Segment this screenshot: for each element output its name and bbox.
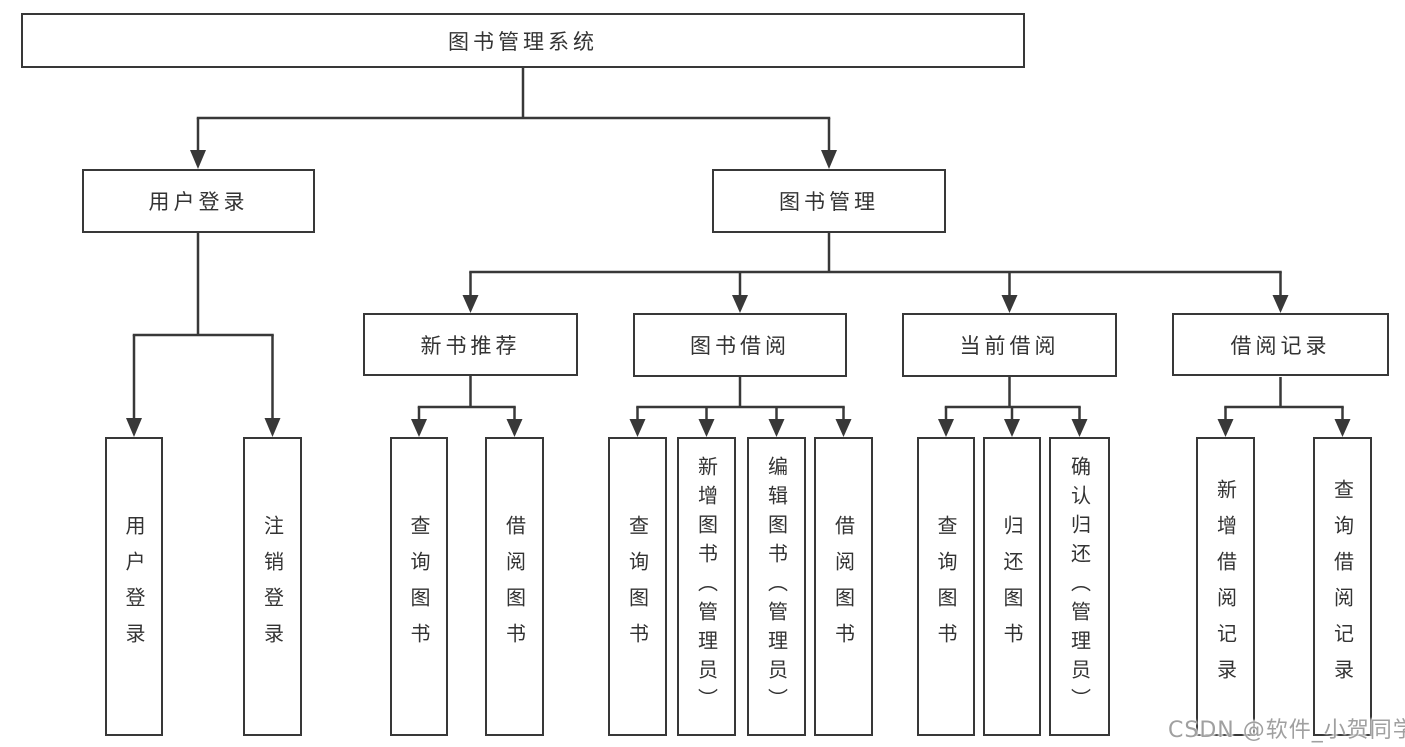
node-label: 借阅图书 bbox=[831, 514, 856, 659]
node-current-borrow: 当前借阅 bbox=[902, 313, 1117, 377]
node-leaf-add-book-admin: 新增图书（管理员） bbox=[677, 437, 736, 736]
node-label: 新书推荐 bbox=[420, 333, 521, 358]
connector-user-login-children bbox=[126, 233, 281, 437]
node-leaf-borrow-book-recommend: 借阅图书 bbox=[485, 437, 544, 736]
node-label: 用户登录 bbox=[122, 514, 146, 659]
node-label: 注销登录 bbox=[260, 514, 285, 659]
node-label: 借阅记录 bbox=[1230, 333, 1331, 358]
node-book-borrow: 图书借阅 bbox=[633, 313, 847, 377]
node-label: 确认归还（管理员） bbox=[1067, 456, 1092, 717]
node-library-management-system: 图书管理系统 bbox=[21, 13, 1025, 68]
node-label: 用户登录 bbox=[148, 190, 249, 214]
connector-current-borrow-children bbox=[938, 377, 1088, 437]
node-label: 归还图书 bbox=[1000, 514, 1024, 659]
node-leaf-return-book: 归还图书 bbox=[983, 437, 1041, 736]
node-leaf-user-login: 用户登录 bbox=[105, 437, 163, 736]
node-label: 借阅图书 bbox=[502, 514, 527, 659]
node-label: 查询借阅记录 bbox=[1330, 478, 1355, 695]
connector-book-borrow-children bbox=[629, 377, 852, 437]
node-label: 查询图书 bbox=[934, 514, 958, 659]
node-label: 查询图书 bbox=[625, 514, 650, 659]
connector-borrow-records-children bbox=[1217, 377, 1351, 437]
node-leaf-query-book-borrow: 查询图书 bbox=[608, 437, 667, 736]
node-leaf-confirm-return-admin: 确认归还（管理员） bbox=[1049, 437, 1110, 736]
node-leaf-edit-book-admin: 编辑图书（管理员） bbox=[747, 437, 806, 736]
node-label: 当前借阅 bbox=[959, 334, 1060, 358]
connector-root-to-level1 bbox=[190, 68, 837, 169]
node-leaf-query-book-current: 查询图书 bbox=[917, 437, 975, 736]
node-label: 查询图书 bbox=[407, 514, 431, 659]
node-label: 编辑图书（管理员） bbox=[764, 456, 789, 717]
node-leaf-borrow-book: 借阅图书 bbox=[814, 437, 873, 736]
node-label: 新增图书（管理员） bbox=[694, 456, 719, 717]
node-leaf-add-borrow-record: 新增借阅记录 bbox=[1196, 437, 1255, 736]
csdn-watermark: CSDN @软件_小贺同学 bbox=[1168, 718, 1405, 743]
node-leaf-logout: 注销登录 bbox=[243, 437, 302, 736]
node-label: 图书管理系统 bbox=[448, 29, 598, 54]
node-label: 图书管理 bbox=[779, 190, 879, 214]
connector-new-book-recommend-children bbox=[411, 376, 523, 437]
node-leaf-query-borrow-record: 查询借阅记录 bbox=[1313, 437, 1372, 736]
node-label: 图书借阅 bbox=[690, 334, 790, 358]
node-leaf-query-book-recommend: 查询图书 bbox=[390, 437, 448, 736]
node-book-management: 图书管理 bbox=[712, 169, 946, 233]
connector-book-management-children bbox=[462, 233, 1289, 313]
node-new-book-recommend: 新书推荐 bbox=[363, 313, 578, 376]
node-borrow-records: 借阅记录 bbox=[1172, 313, 1389, 376]
node-user-login: 用户登录 bbox=[82, 169, 315, 233]
node-label: 新增借阅记录 bbox=[1213, 478, 1238, 695]
